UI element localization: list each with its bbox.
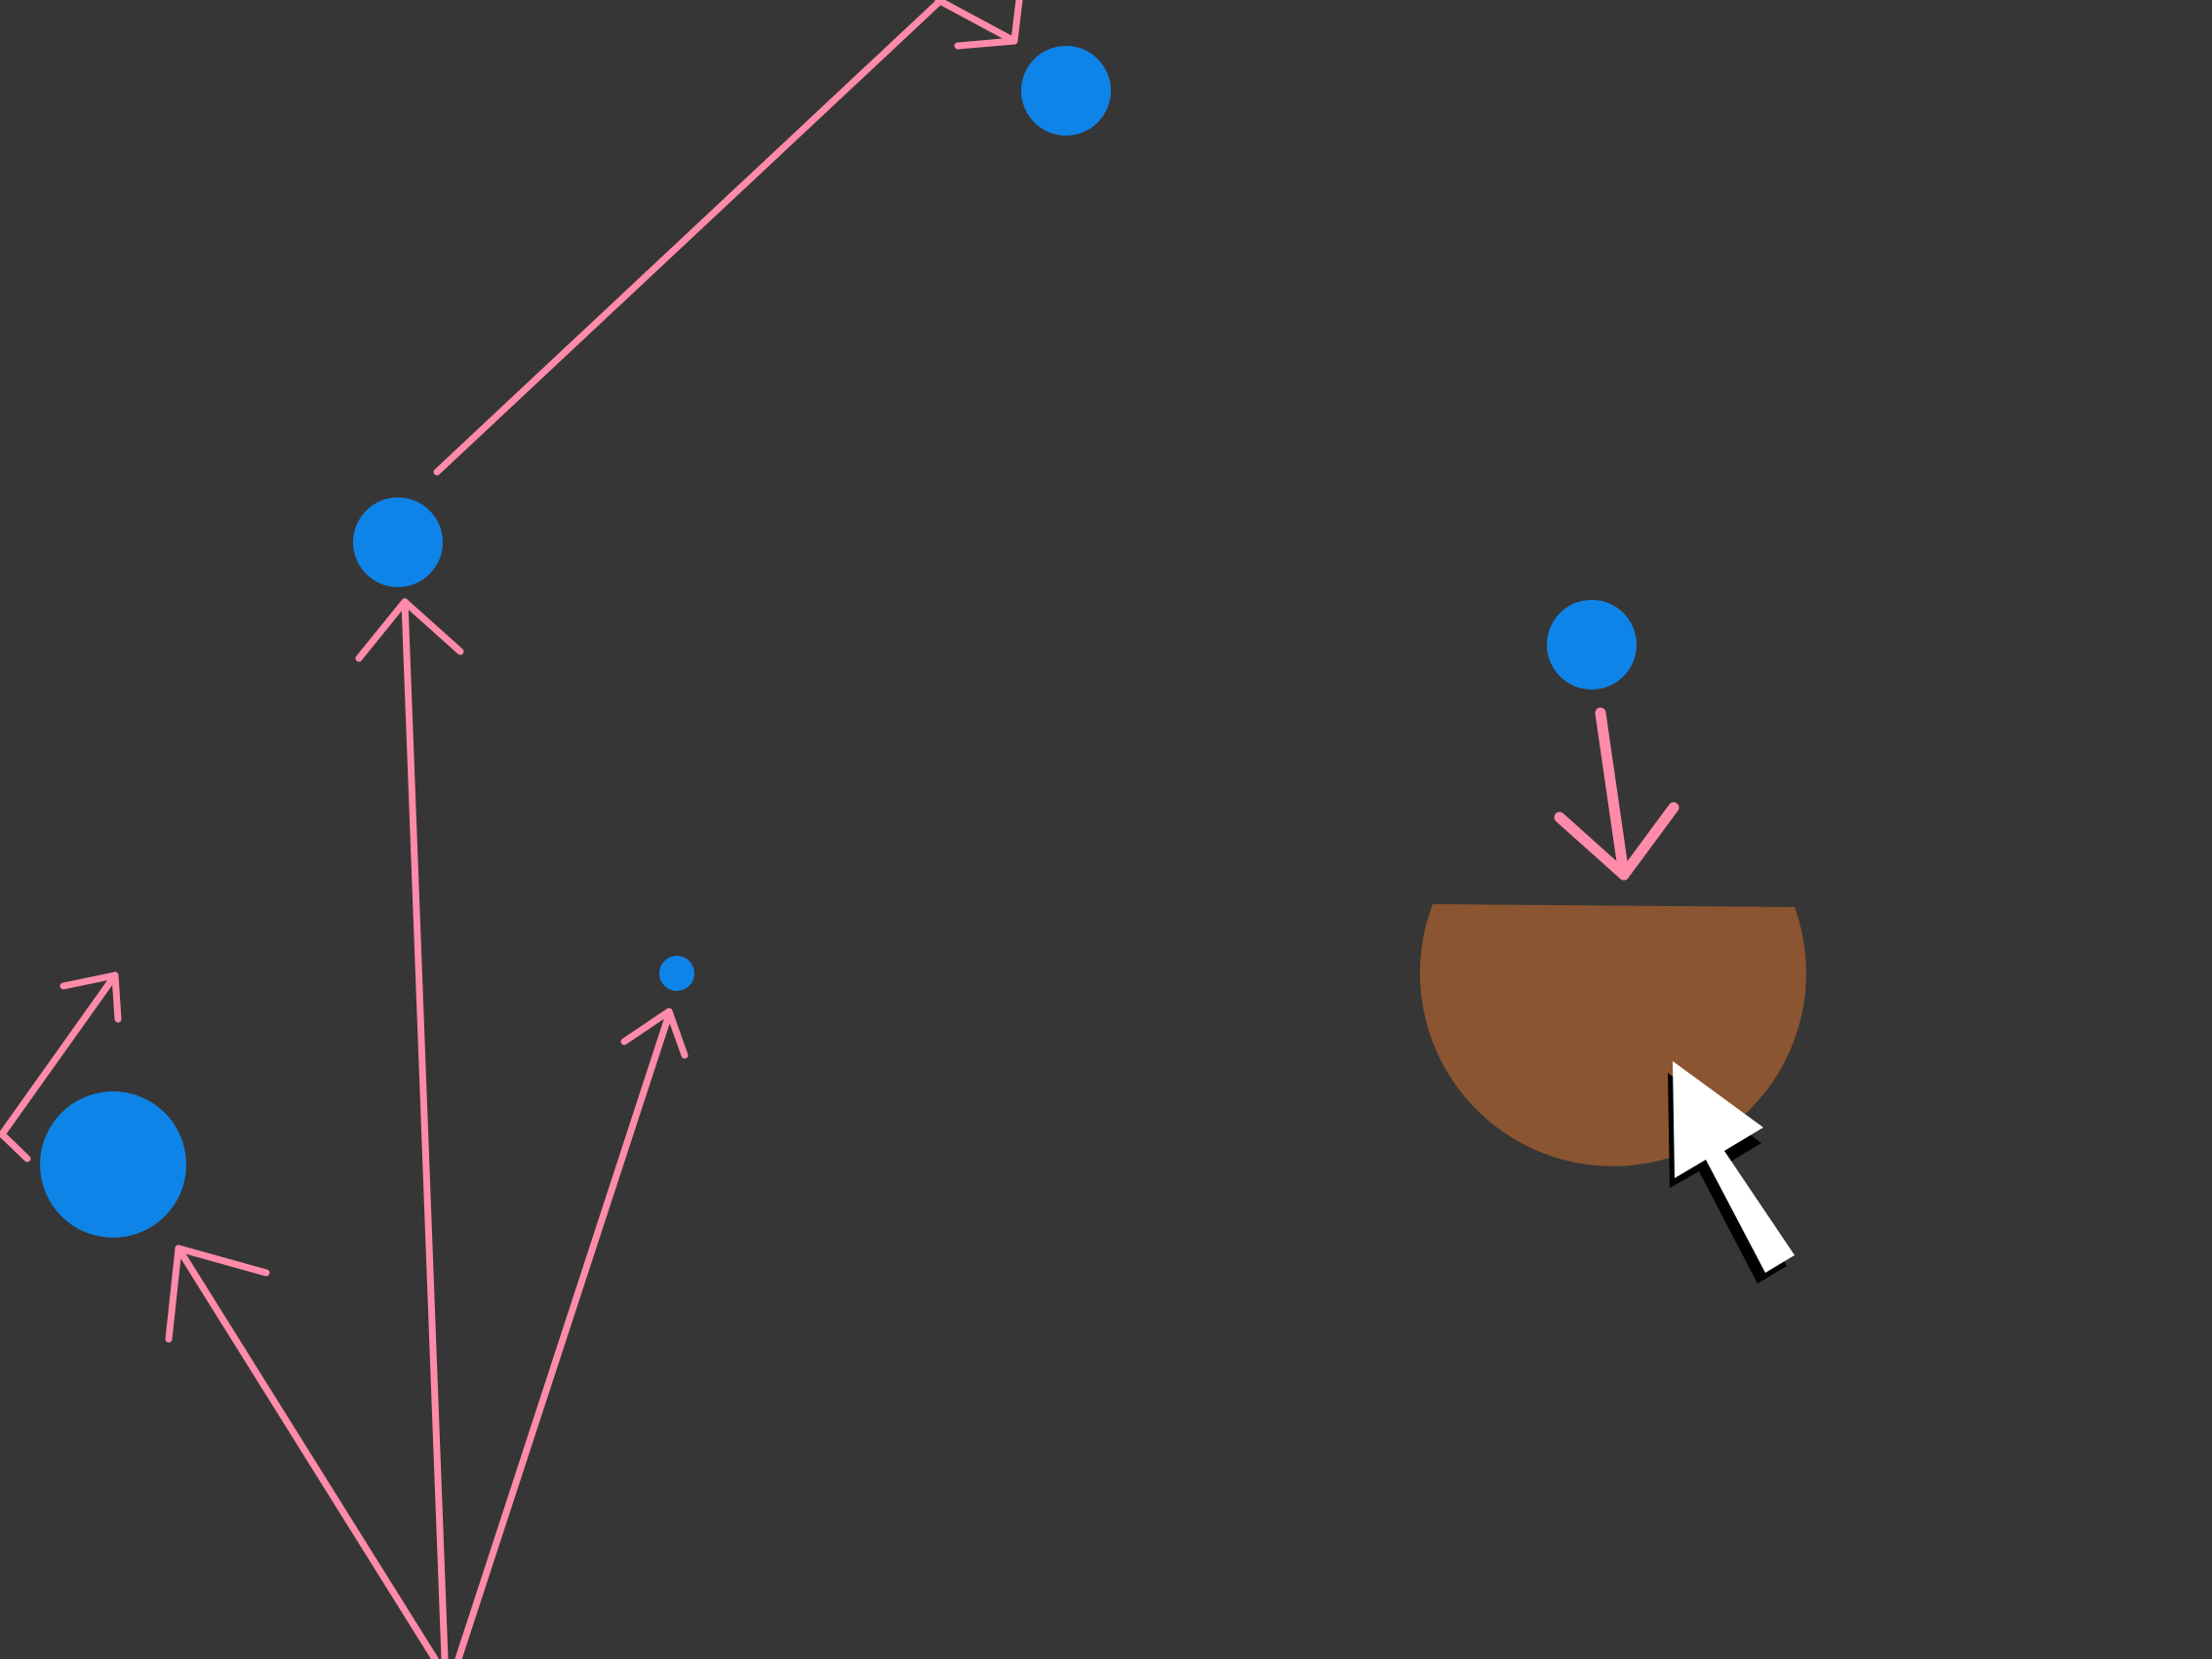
cursor-arrow — [1673, 1061, 1795, 1273]
arrow-head — [165, 1244, 270, 1343]
arrows-layer — [0, 0, 1679, 1659]
arrow-shaft — [401, 598, 449, 1659]
arrow-shaft — [1595, 707, 1630, 881]
arrow-vertical-long — [355, 598, 464, 1659]
arrow-head — [620, 1007, 689, 1059]
arrow-head — [59, 971, 122, 1023]
arrow-diagonal-top — [433, 0, 1023, 476]
mouse-pointer-icon — [1668, 1061, 1795, 1284]
arrow-to-small-ball — [454, 1007, 689, 1659]
arrow-shaft — [454, 1010, 673, 1659]
ball-right[interactable] — [1547, 600, 1637, 690]
arrow-shaft — [433, 0, 945, 476]
ball-small[interactable] — [659, 956, 694, 991]
ball-top[interactable] — [1021, 46, 1111, 136]
ball-large-left[interactable] — [40, 1091, 186, 1238]
arrow-down-to-bowl — [1554, 707, 1679, 881]
arrow-left-edge — [0, 971, 122, 1163]
arrow-tail-tick — [0, 1130, 31, 1163]
arrow-shaft — [175, 1244, 439, 1659]
arrow-shaft — [0, 971, 119, 1138]
arrow-head — [1010, 0, 1023, 45]
arrow-to-large-ball — [165, 1244, 439, 1659]
ball-upper-left[interactable] — [353, 497, 443, 587]
arrow-head — [355, 598, 464, 662]
arrow-head — [1554, 802, 1679, 881]
